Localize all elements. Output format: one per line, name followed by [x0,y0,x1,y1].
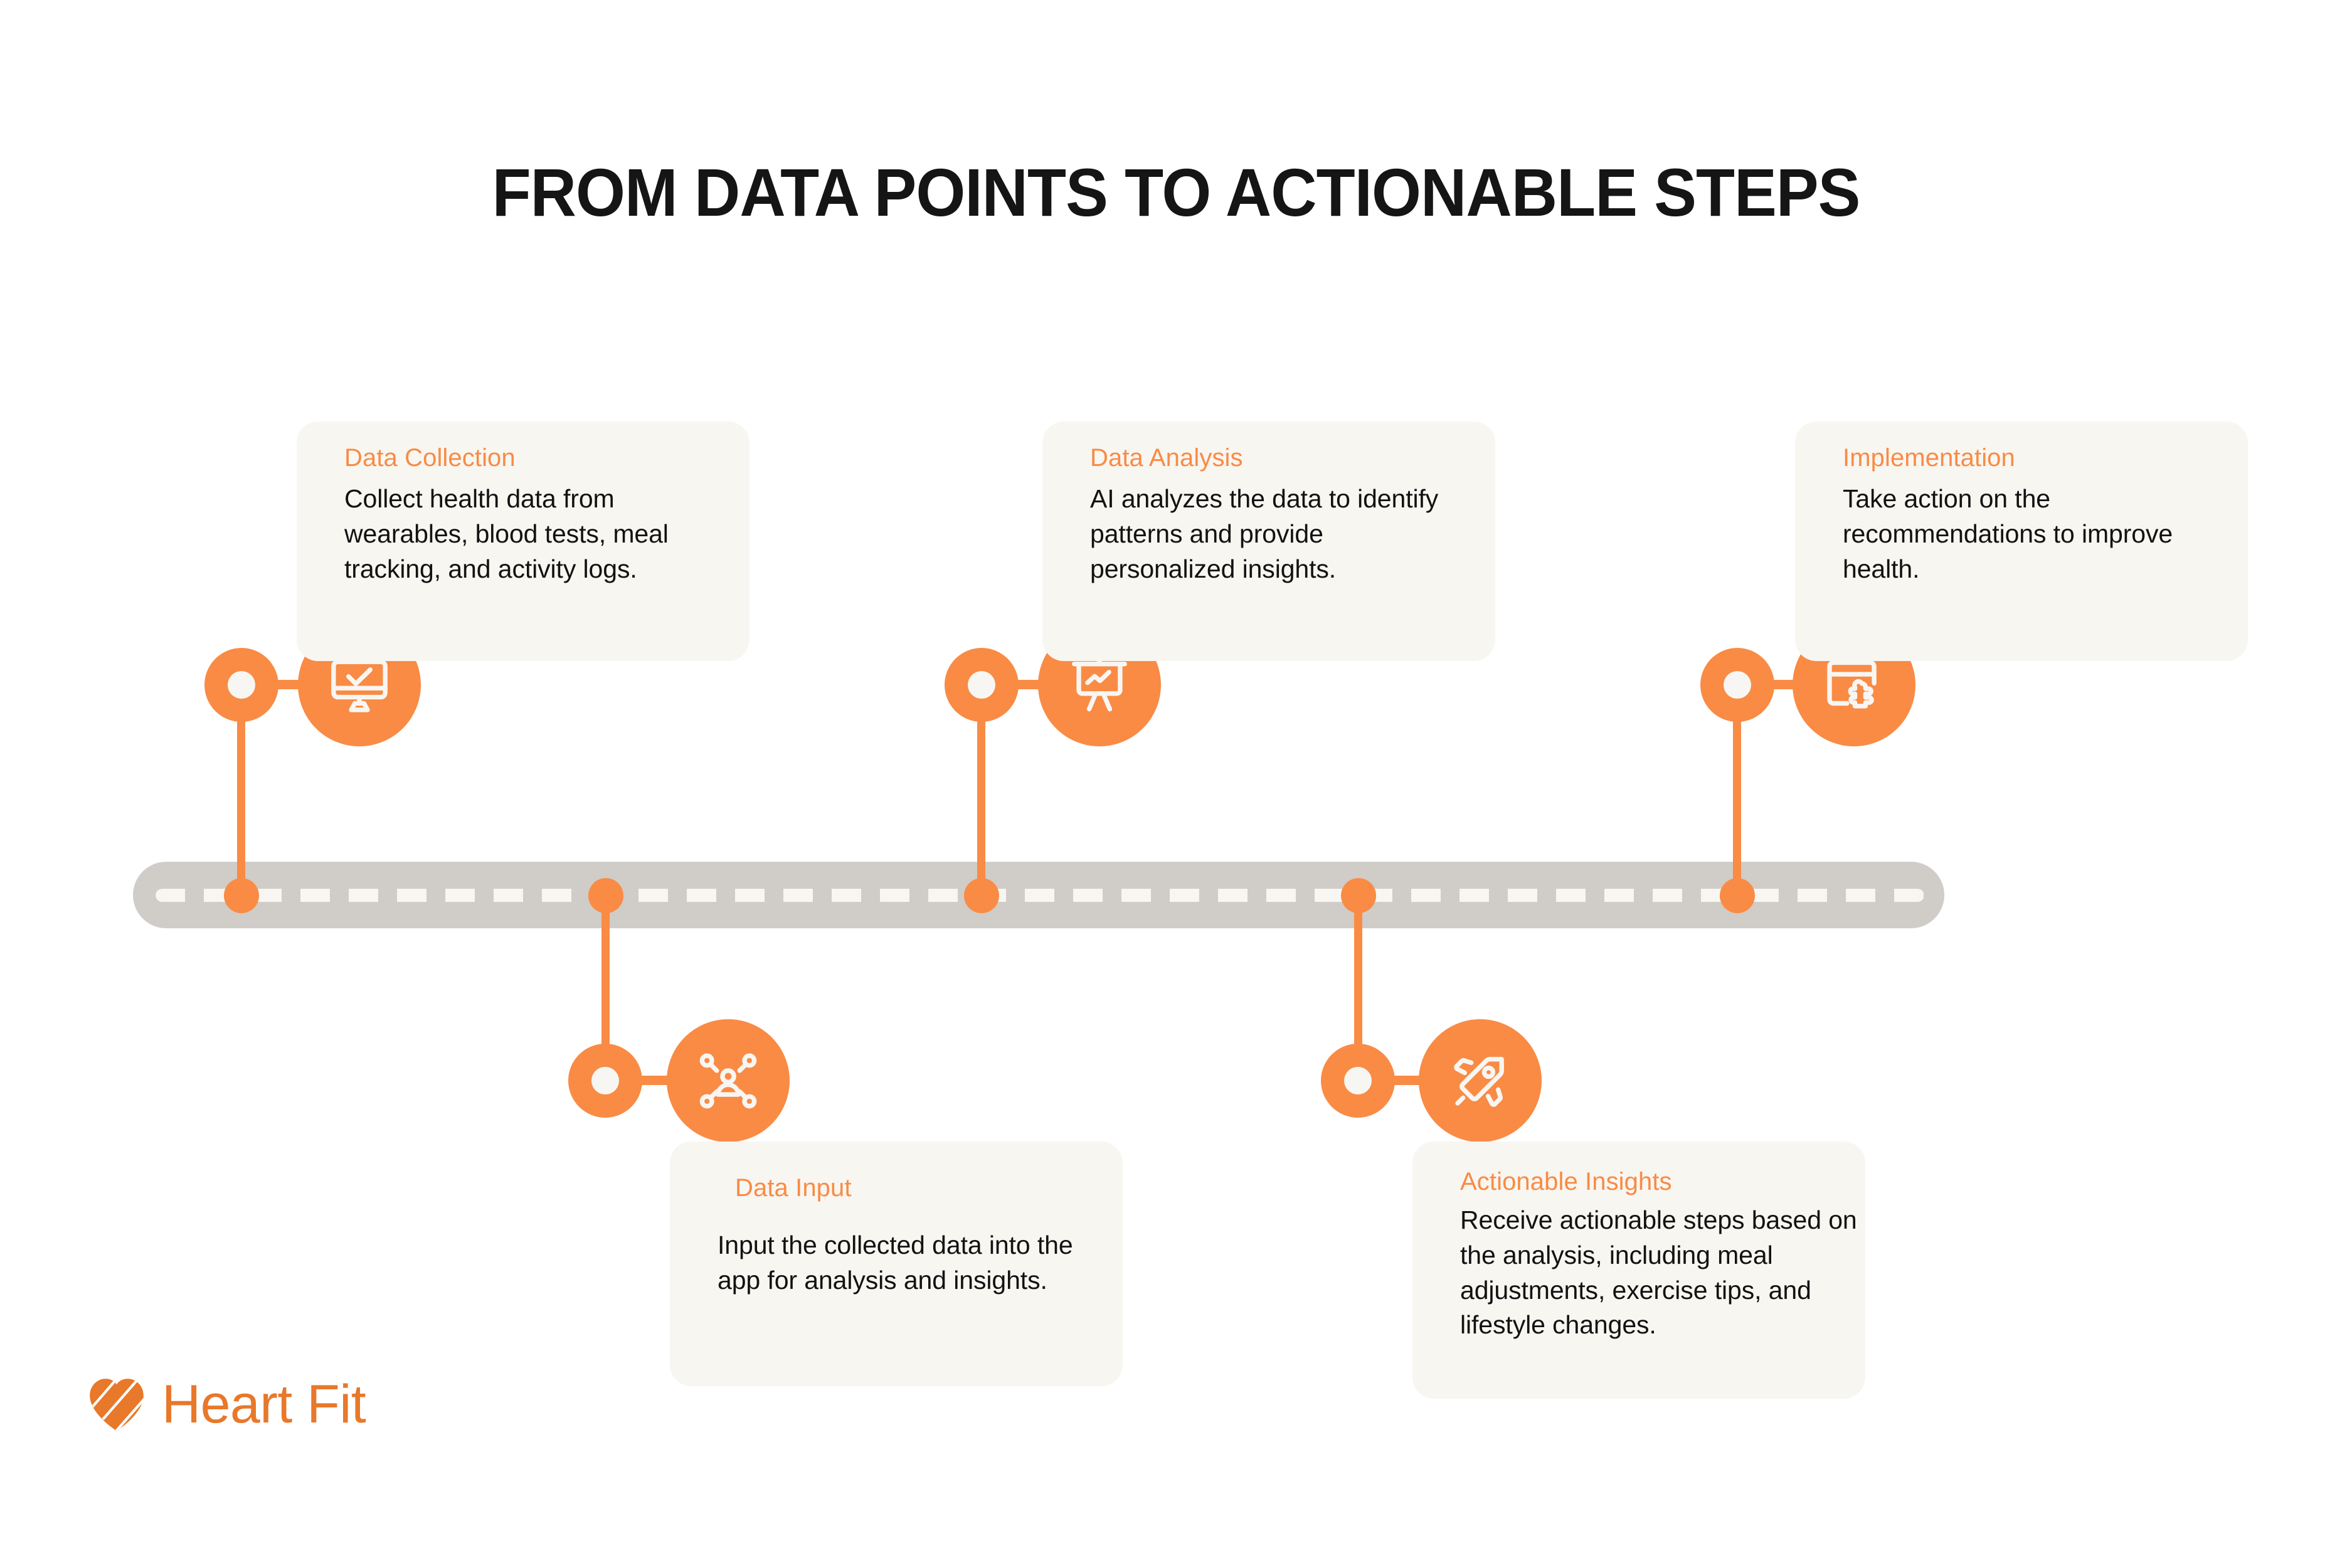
card-data-input: Data Input Input the collected data into… [670,1142,1123,1386]
stem-implementation [1733,720,1741,897]
card-body: Take action on the recommendations to im… [1843,484,2173,583]
card-title: Actionable Insights [1460,1168,1672,1195]
timeline-road-dashes [156,889,1924,902]
stem-data-collection [237,720,245,897]
timeline-marker-core [968,671,995,699]
timeline-marker-implementation[interactable] [1700,648,1774,722]
stem-data-analysis [977,720,985,897]
stem-actionable-insights [1354,893,1362,1081]
rocket-icon [1448,1048,1513,1113]
timeline-marker-data-analysis[interactable] [945,648,1019,722]
card-title: Data Input [735,1174,852,1202]
user-network-icon [696,1048,761,1113]
timeline-marker-core [1344,1067,1372,1094]
brand-logo[interactable]: Heart Fit [88,1377,366,1432]
timeline-marker-core [1724,671,1751,699]
road-dot-implementation [1720,878,1755,913]
card-data-collection: Data Collection Collect health data from… [297,421,750,661]
card-body: Receive actionable steps based on the an… [1460,1205,1857,1340]
timeline-marker-data-collection[interactable] [204,648,278,722]
heart-icon [88,1377,146,1432]
card-data-analysis: Data Analysis AI analyzes the data to id… [1042,421,1495,661]
page-title: FROM DATA POINTS TO ACTIONABLE STEPS [492,154,1861,230]
card-title: Data Collection [344,444,516,472]
card-actionable-insights: Actionable Insights Receive actionable s… [1412,1142,1865,1399]
window-puzzle-icon [1821,652,1887,718]
road-dot-data-analysis [964,878,999,913]
card-title: Data Analysis [1090,444,1243,472]
road-dot-data-collection [224,878,259,913]
desktop-check-icon [327,652,392,718]
timeline-marker-core [228,671,255,699]
road-dot-actionable-insights [1341,878,1376,913]
logo-text: Heart Fit [162,1374,366,1434]
card-body: Input the collected data into the app fo… [718,1231,1073,1295]
timeline-marker-data-input[interactable] [568,1044,642,1118]
timeline-marker-actionable-insights[interactable] [1321,1044,1395,1118]
road-dot-data-input [588,878,623,913]
icon-circle-data-input[interactable] [667,1019,790,1142]
card-body: AI analyzes the data to identify pattern… [1090,484,1439,583]
icon-circle-actionable-insights[interactable] [1419,1019,1542,1142]
timeline-marker-core [591,1067,619,1094]
presentation-chart-icon [1067,652,1132,718]
card-body: Collect health data from wearables, bloo… [344,484,669,583]
stem-data-input [601,893,610,1081]
card-title: Implementation [1843,444,2015,472]
card-implementation: Implementation Take action on the recomm… [1795,421,2248,661]
